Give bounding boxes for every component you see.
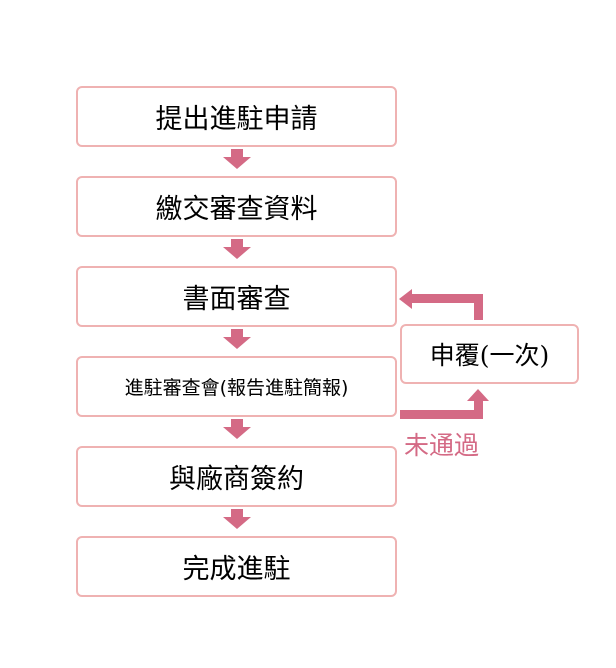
step-submit-application: 提出進駐申請 [76, 86, 397, 147]
appeal-box: 申覆(一次) [400, 324, 579, 384]
step-label: 完成進駐 [182, 554, 291, 585]
down-arrow-icon [223, 509, 251, 529]
return-arrow-icon [399, 289, 483, 320]
step-label: 進駐審查會(報告進駐簡報) [124, 377, 349, 399]
down-arrow-icon [223, 419, 251, 439]
appeal-label: 申覆(一次) [429, 341, 550, 370]
step-label: 與廠商簽約 [169, 464, 304, 495]
step-document-review: 書面審查 [76, 266, 397, 327]
step-label: 提出進駐申請 [155, 104, 318, 135]
step-complete: 完成進駐 [76, 536, 397, 597]
step-label: 繳交審查資料 [155, 194, 318, 225]
down-arrow-icon [223, 329, 251, 349]
step-label: 書面審查 [182, 284, 291, 315]
step-submit-documents: 繳交審查資料 [76, 176, 397, 237]
rejected-label: 未通過 [404, 431, 480, 460]
up-arrow-icon [400, 389, 489, 419]
down-arrow-icon [223, 149, 251, 169]
step-review-meeting: 進駐審查會(報告進駐簡報) [76, 356, 397, 417]
down-arrow-icon [223, 239, 251, 259]
step-sign-contract: 與廠商簽約 [76, 446, 397, 507]
